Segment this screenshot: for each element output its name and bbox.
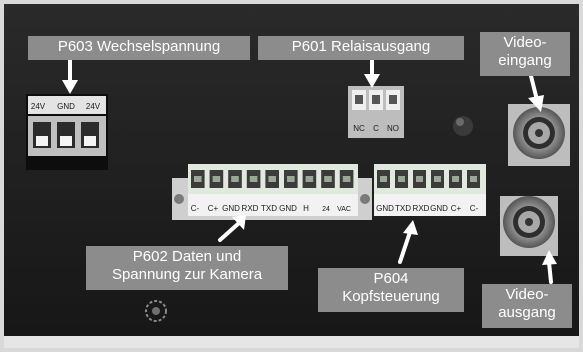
p604-connector: GND TXD RXD GND C+ C-	[374, 164, 486, 216]
p601-label: NC	[353, 124, 365, 133]
arrow-p601	[364, 58, 380, 88]
terminal-screw-head	[470, 176, 477, 182]
callout-p603-text: P603 Wechselspannung	[57, 38, 221, 55]
p603-terminal-block: 24V GND 24V	[26, 94, 108, 170]
arrow-video-out	[542, 250, 557, 284]
p602-label: H	[303, 204, 309, 213]
terminal-screw-head	[305, 176, 314, 182]
p604-label: C+	[451, 204, 462, 213]
callout-video-out: Video- ausgang	[482, 284, 572, 328]
terminal-screw-head	[452, 176, 459, 182]
callout-p604-line2: Kopfsteuerung	[342, 288, 440, 305]
p602-label: GND	[279, 204, 297, 213]
callout-p601-text: P601 Relaisausgang	[291, 38, 431, 55]
terminal-screw-head	[416, 176, 423, 182]
callout-video-out-line2: ausgang	[498, 304, 556, 321]
callout-p602-line2: Spannung zur Kamera	[111, 266, 263, 283]
terminal-screw-head	[268, 176, 276, 182]
terminal-screw-head	[194, 176, 202, 182]
p602-label: GND	[222, 204, 240, 213]
arrow-p604	[398, 220, 418, 264]
gear-screw-icon	[145, 300, 167, 322]
callout-p602-line1: P602 Daten und	[132, 248, 242, 265]
arrow-p603	[62, 58, 78, 94]
p602-label: C-	[191, 204, 200, 213]
callout-p604: P604 Kopfsteuerung	[318, 268, 464, 312]
p603-label: GND	[57, 102, 75, 111]
terminal-screw-head	[249, 176, 258, 182]
p602-label: C+	[208, 204, 219, 213]
terminal-screw-head	[212, 176, 221, 182]
callout-video-in-line1: Video-	[503, 34, 547, 51]
callout-video-out-line1: Video-	[505, 286, 549, 303]
callout-p603: P603 Wechselspannung	[28, 36, 250, 60]
p601-terminal-block: NC C NO	[348, 86, 404, 138]
p603-label: 24V	[31, 102, 46, 111]
arrow-video-in	[528, 74, 544, 112]
terminal-screw-head	[380, 176, 387, 182]
arrow-p602	[218, 215, 246, 242]
p603-label: 24V	[86, 102, 101, 111]
p604-label: TXD	[395, 204, 411, 213]
p602-label: 24	[322, 206, 330, 213]
callout-p601: P601 Relaisausgang	[258, 36, 464, 60]
callout-video-in: Video- eingang	[480, 32, 570, 76]
terminal-screw-head	[324, 176, 332, 182]
bnc-video-in	[508, 104, 570, 166]
p601-label: C	[373, 124, 379, 133]
terminal-screw-head	[398, 176, 405, 182]
p604-label: C-	[470, 204, 479, 213]
p602-connector: C- C+ GND RXD TXD GND H 24 VAC	[172, 164, 372, 220]
p602-label: VAC	[337, 206, 351, 213]
status-led-highlight	[456, 118, 464, 126]
terminal-screw-head	[287, 176, 295, 182]
terminal-screw-head	[434, 176, 441, 182]
status-led	[453, 116, 473, 136]
p604-label: GND	[376, 204, 394, 213]
callout-p604-line1: P604	[373, 270, 409, 287]
terminal-screw-head	[231, 176, 239, 182]
bottom-edge	[4, 336, 579, 348]
p604-label: GND	[430, 204, 448, 213]
p604-label: RXD	[413, 204, 430, 213]
p602-label: TXD	[261, 204, 277, 213]
bnc-video-out	[500, 196, 558, 256]
callout-video-in-line2: eingang	[498, 52, 552, 69]
p601-label: NO	[387, 124, 399, 133]
p602-label: RXD	[242, 204, 259, 213]
terminal-screw-head	[342, 176, 351, 182]
callout-p602: P602 Daten und Spannung zur Kamera	[86, 246, 288, 290]
